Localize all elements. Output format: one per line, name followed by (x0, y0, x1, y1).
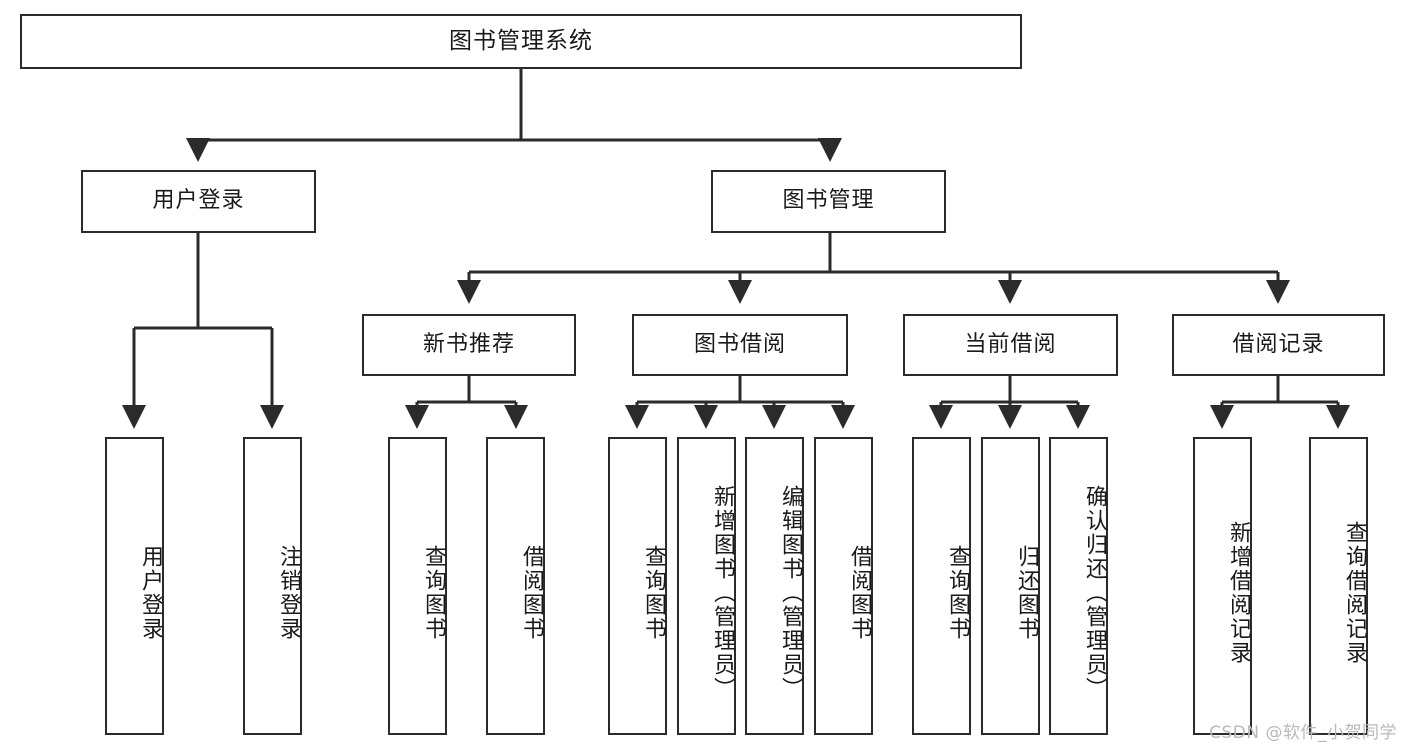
leaf-query-book-current[interactable]: 查询图书 (912, 437, 971, 735)
node-user-login[interactable]: 用户登录 (81, 170, 316, 233)
leaf-query-book-recommend[interactable]: 查询图书 (388, 437, 447, 735)
leaf-edit-book-admin[interactable]: 编辑图书（管理员） (745, 437, 804, 735)
node-borrow-records[interactable]: 借阅记录 (1172, 314, 1385, 376)
node-root-system[interactable]: 图书管理系统 (20, 14, 1022, 69)
node-current-borrow[interactable]: 当前借阅 (903, 314, 1118, 376)
leaf-query-borrow-record[interactable]: 查询借阅记录 (1309, 437, 1368, 735)
leaf-confirm-return-admin[interactable]: 确认归还（管理员） (1049, 437, 1108, 735)
leaf-borrow-book[interactable]: 借阅图书 (814, 437, 873, 735)
leaf-add-borrow-record[interactable]: 新增借阅记录 (1193, 437, 1252, 735)
leaf-user-login[interactable]: 用户登录 (105, 437, 164, 735)
node-new-book-recommend[interactable]: 新书推荐 (362, 314, 576, 376)
csdn-watermark: CSDN @软件_小贺同学 (1209, 723, 1397, 743)
leaf-return-book[interactable]: 归还图书 (981, 437, 1040, 735)
leaf-logout[interactable]: 注销登录 (243, 437, 302, 735)
node-book-management[interactable]: 图书管理 (711, 170, 946, 233)
node-book-borrow[interactable]: 图书借阅 (632, 314, 848, 376)
leaf-add-book-admin[interactable]: 新增图书（管理员） (677, 437, 736, 735)
leaf-query-book-borrow[interactable]: 查询图书 (608, 437, 667, 735)
leaf-borrow-book-recommend[interactable]: 借阅图书 (486, 437, 545, 735)
